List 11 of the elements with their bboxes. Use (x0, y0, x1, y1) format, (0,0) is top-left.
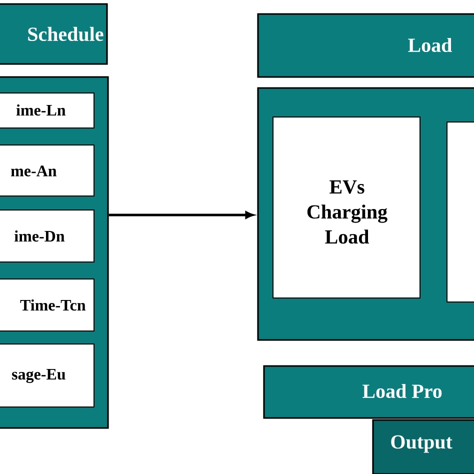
input-box: me-An (0, 144, 94, 196)
header-bar: Load (257, 13, 474, 78)
input-box: Time-Tcn (0, 278, 94, 332)
output-bar: Load Pro (263, 365, 474, 419)
header-bar: Schedule (0, 3, 108, 65)
input-box: sage-Eu (0, 344, 94, 408)
load-box: EVs Charging Load (272, 116, 420, 298)
output-bar: Output (372, 419, 474, 474)
input-box: ime-Ln (0, 92, 94, 128)
load-box (446, 122, 474, 302)
input-box: ime-Dn (0, 210, 94, 262)
